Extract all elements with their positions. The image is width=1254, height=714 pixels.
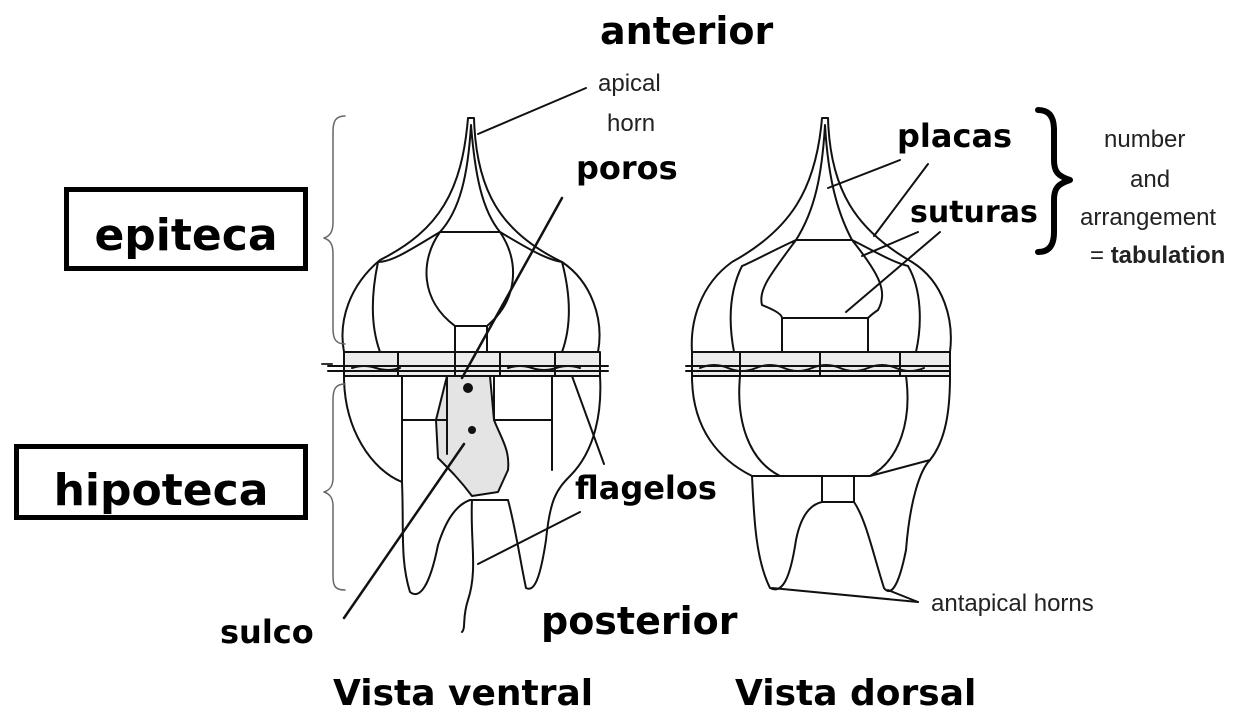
dorsal-hypotheca-plates xyxy=(739,376,930,502)
suturas-leader-1 xyxy=(862,232,918,256)
posterior-label: posterior xyxy=(541,602,737,640)
hipoteca-brace xyxy=(324,384,345,590)
apical-label-line1: apical xyxy=(598,72,661,96)
ventral-cell xyxy=(328,118,608,632)
tabulation-bold: tabulation xyxy=(1111,242,1226,269)
placas-leader-1 xyxy=(828,160,900,188)
dorsal-cell xyxy=(686,118,951,591)
apical-label-line2: horn xyxy=(607,112,655,136)
ventral-apical-horn-inner xyxy=(440,125,500,232)
anterior-label: anterior xyxy=(600,12,773,50)
sulco-label: sulco xyxy=(220,616,314,648)
ventral-epitheca-outline xyxy=(343,118,600,352)
poros-label: poros xyxy=(576,152,678,184)
tabulation-line4: = tabulation xyxy=(1090,244,1225,268)
dorsal-epitheca-plates xyxy=(731,240,920,352)
tabulation-line3: arrangement xyxy=(1080,206,1216,230)
vista-ventral-caption: Vista ventral xyxy=(333,676,593,712)
suturas-label: suturas xyxy=(910,198,1038,228)
tabulation-brace xyxy=(1038,110,1070,252)
tabulation-prefix: = xyxy=(1090,242,1111,269)
vista-dorsal-caption: Vista dorsal xyxy=(735,676,976,712)
flagelos-label: flagelos xyxy=(575,472,717,504)
antapical-label: antapical horns xyxy=(931,592,1094,616)
ventral-cingulum xyxy=(344,352,600,376)
hipoteca-box: hipoteca xyxy=(14,444,308,520)
ventral-pore-lower xyxy=(469,427,475,433)
tabulation-line1: number xyxy=(1104,128,1185,152)
apical-horn-leader xyxy=(478,88,586,134)
tabulation-line2: and xyxy=(1130,168,1170,192)
ventral-pore-upper xyxy=(464,384,472,392)
sulco-leader xyxy=(344,444,464,618)
placas-label: placas xyxy=(897,120,1012,152)
flagelos-leader-lower xyxy=(478,512,580,564)
ventral-flagellum xyxy=(462,500,473,632)
epiteca-box: epiteca xyxy=(64,187,308,271)
antapical-leader-1 xyxy=(772,588,918,602)
epiteca-brace xyxy=(324,116,345,344)
dorsal-central-plate xyxy=(782,318,868,352)
hipoteca-label: hipoteca xyxy=(19,465,303,516)
epiteca-label: epiteca xyxy=(69,210,303,261)
